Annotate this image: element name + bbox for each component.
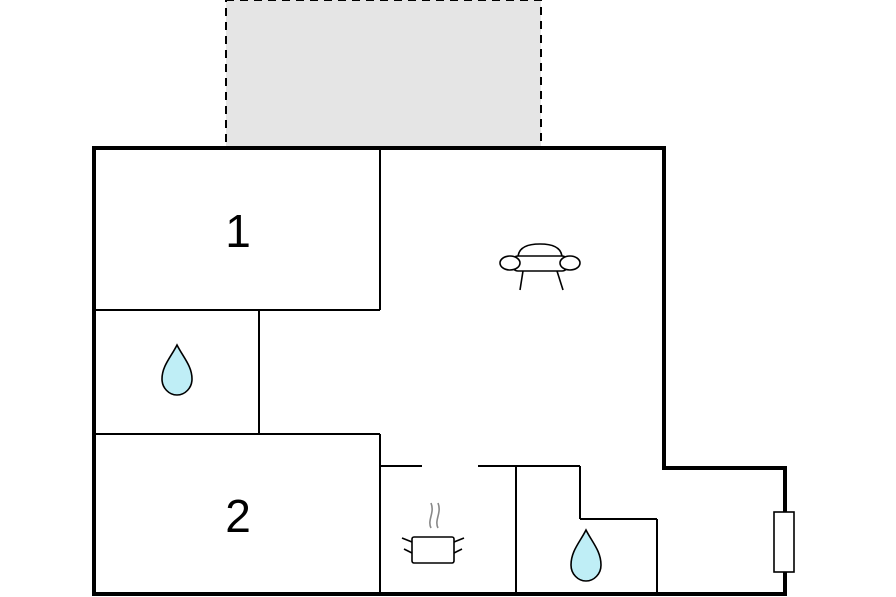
cooking-pot-icon <box>401 502 465 564</box>
sofa-icon <box>499 243 581 291</box>
interior-walls <box>94 148 658 594</box>
room-label-bedroom-1: 1 <box>225 205 251 257</box>
outer-walls <box>92 146 787 596</box>
water-drop-icon <box>570 528 602 582</box>
water-drop-icon <box>161 343 193 396</box>
terrace <box>225 0 542 149</box>
radiator-icon <box>773 511 795 573</box>
room-label-bedroom-2: 2 <box>225 490 251 542</box>
